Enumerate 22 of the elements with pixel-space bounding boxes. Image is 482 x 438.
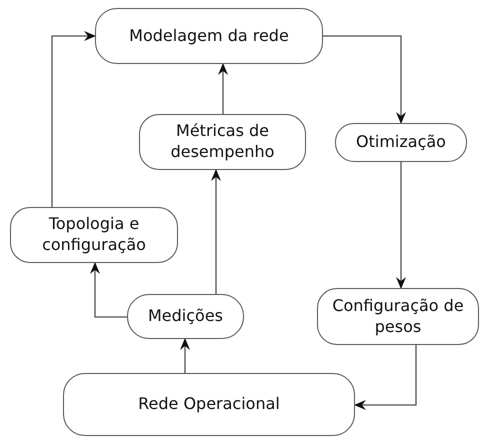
box-label: Topologia e configuração <box>41 214 147 256</box>
box-label: Medições <box>148 306 223 327</box>
box-label: Rede Operacional <box>138 394 280 415</box>
process-box <box>335 123 467 162</box>
box-label: Modelagem da rede <box>129 26 289 46</box>
arrow <box>218 63 228 114</box>
process-box <box>127 294 244 339</box>
box-label: Configuração de pesos <box>331 296 465 338</box>
box-label: Otimização <box>356 132 446 153</box>
arrow <box>51 31 96 207</box>
process-box <box>139 114 306 170</box>
box-label: Métricas de desempenho <box>170 121 276 163</box>
arrow <box>211 169 221 294</box>
arrow <box>90 262 127 318</box>
process-box <box>10 207 178 263</box>
arrow <box>354 345 417 410</box>
arrow <box>180 338 190 373</box>
arrow <box>396 162 406 289</box>
process-box <box>63 373 355 436</box>
process-box <box>317 288 479 345</box>
process-box <box>95 8 323 64</box>
arrow <box>323 35 406 124</box>
